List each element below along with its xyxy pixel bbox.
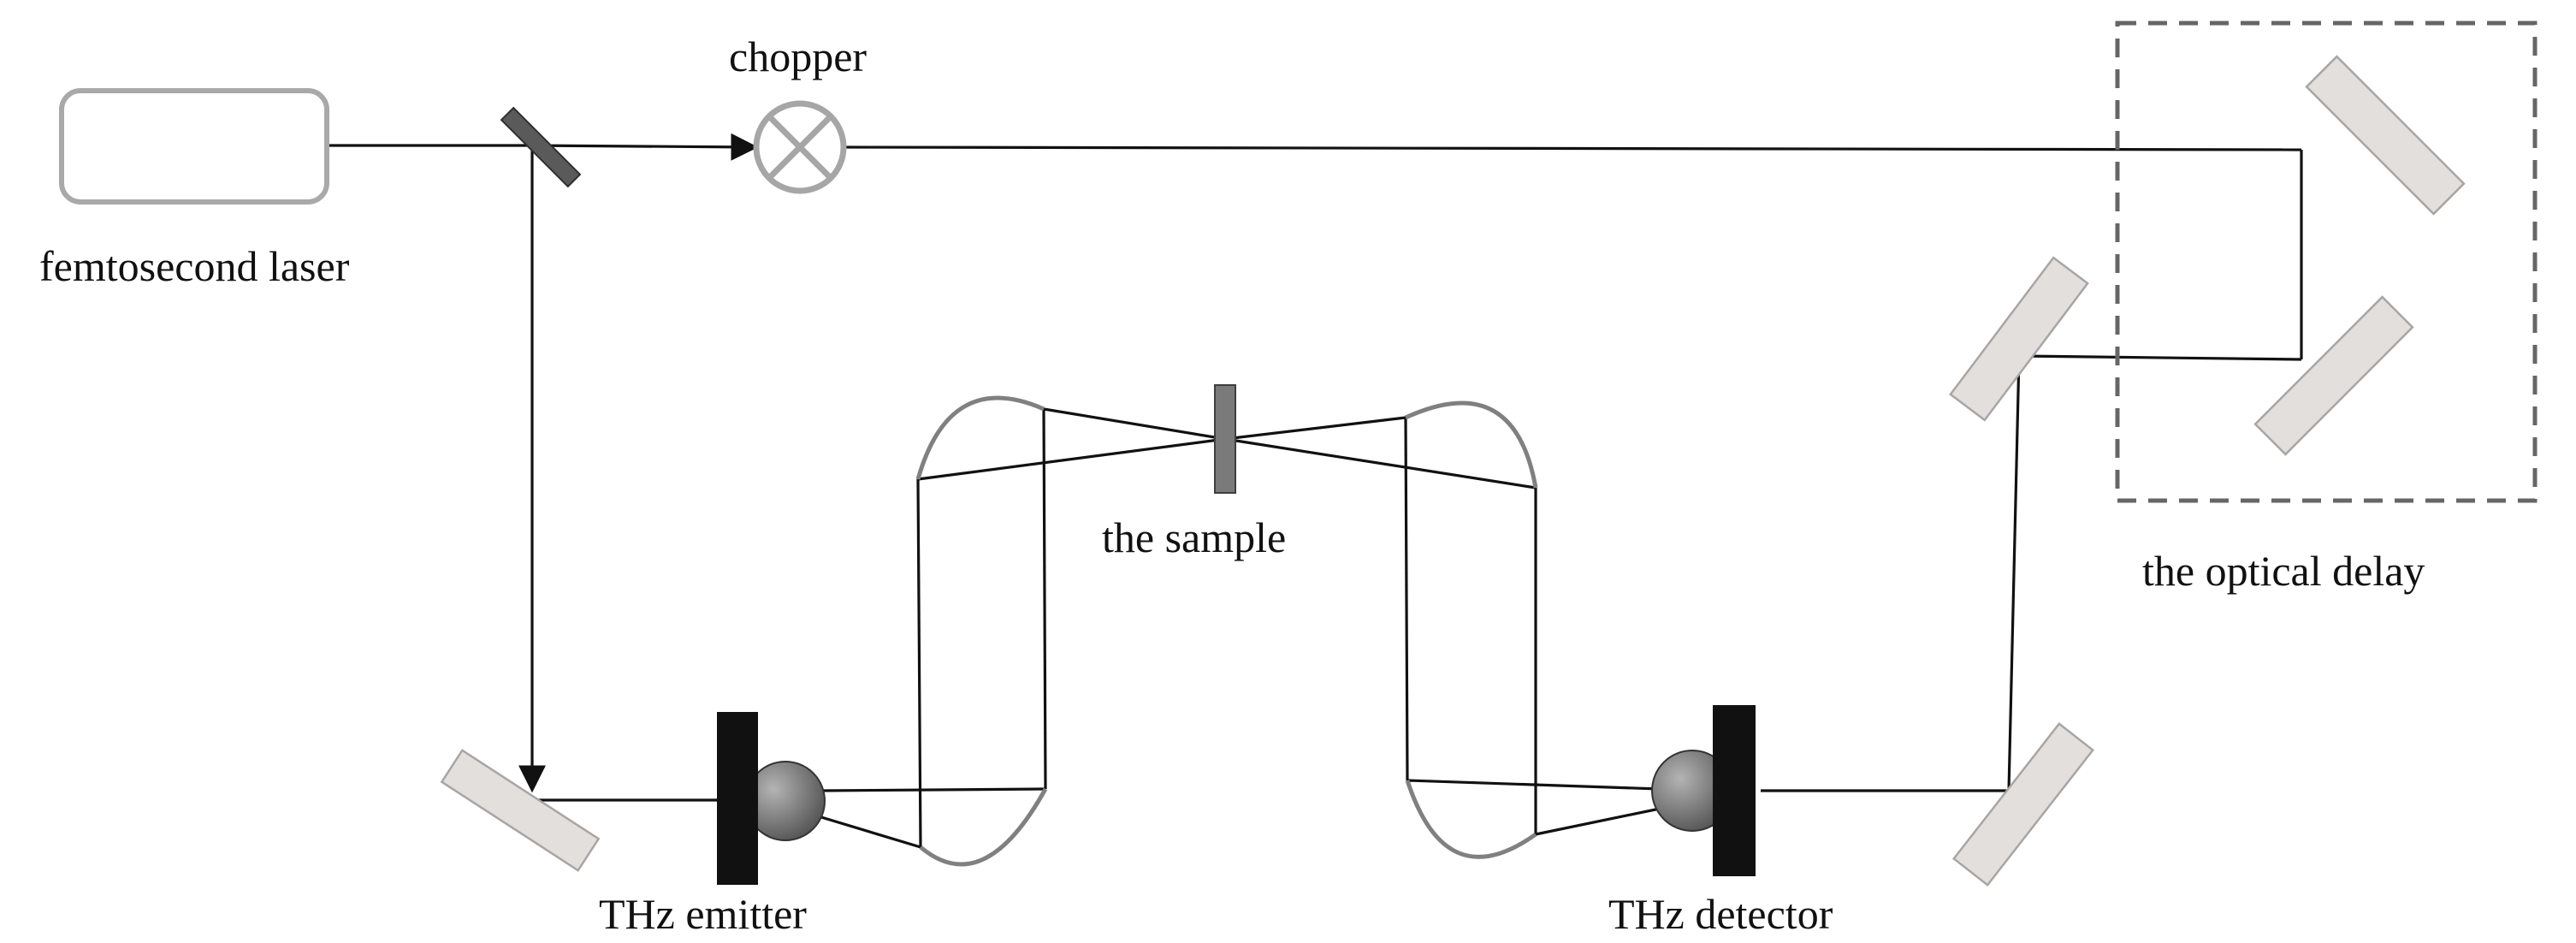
beam-paths bbox=[329, 133, 2303, 849]
mirror-emitter-side bbox=[440, 749, 601, 872]
thz-beam-emitter-lower bbox=[820, 815, 921, 849]
thz-to-detector-upper bbox=[1406, 779, 1661, 791]
optical-delay-box bbox=[2115, 21, 2538, 503]
thz-collimated-left-inner bbox=[1042, 408, 1047, 790]
delay-retro-mirror-lower bbox=[2253, 295, 2414, 456]
thz-focus-to-sample-upper bbox=[1043, 407, 1226, 441]
thz-beam-emitter-upper bbox=[820, 787, 1046, 792]
beam-to-lower-mirror bbox=[2007, 355, 2021, 792]
thz-focus-to-sample-lower bbox=[917, 437, 1226, 481]
femtosecond-laser-box bbox=[59, 88, 329, 205]
parabolic-mirror-emitter-upper bbox=[915, 395, 1045, 480]
label-femtosecond-laser: femtosecond laser bbox=[39, 242, 350, 290]
label-chopper: chopper bbox=[729, 33, 867, 80]
label-thz-detector: THz detector bbox=[1608, 890, 1833, 938]
parabolic-mirror-emitter-lower bbox=[919, 787, 1048, 867]
sample-plate bbox=[1214, 384, 1236, 494]
label-sample: the sample bbox=[1102, 513, 1286, 561]
mirror-return-upper bbox=[1949, 256, 2089, 422]
delay-retro-mirror-upper bbox=[2305, 55, 2466, 216]
label-thz-emitter: THz emitter bbox=[599, 890, 807, 938]
beam-splitter-to-chopper bbox=[531, 133, 759, 161]
parabolic-mirror-detector-lower bbox=[1405, 780, 1537, 859]
thz-emitter-icon bbox=[717, 712, 826, 885]
thz-detector-icon bbox=[1651, 705, 1756, 876]
thz-collimated-right-inner bbox=[1404, 417, 1409, 781]
thz-to-detector-lower bbox=[1535, 807, 1661, 836]
mirror-return-lower bbox=[1951, 722, 2095, 887]
beam-delay-return bbox=[2018, 354, 2302, 361]
thz-sample-to-right-upper bbox=[1224, 416, 1406, 441]
thz-collimated-left-outer bbox=[916, 478, 922, 848]
thz-sample-to-right-lower bbox=[1224, 437, 1537, 489]
label-optical-delay: the optical delay bbox=[2142, 547, 2425, 595]
parabolic-mirror-detector-upper bbox=[1404, 400, 1538, 489]
beam-chopper-to-delay bbox=[844, 145, 2302, 151]
chopper-icon bbox=[753, 100, 847, 194]
beam-splitter bbox=[500, 106, 582, 188]
